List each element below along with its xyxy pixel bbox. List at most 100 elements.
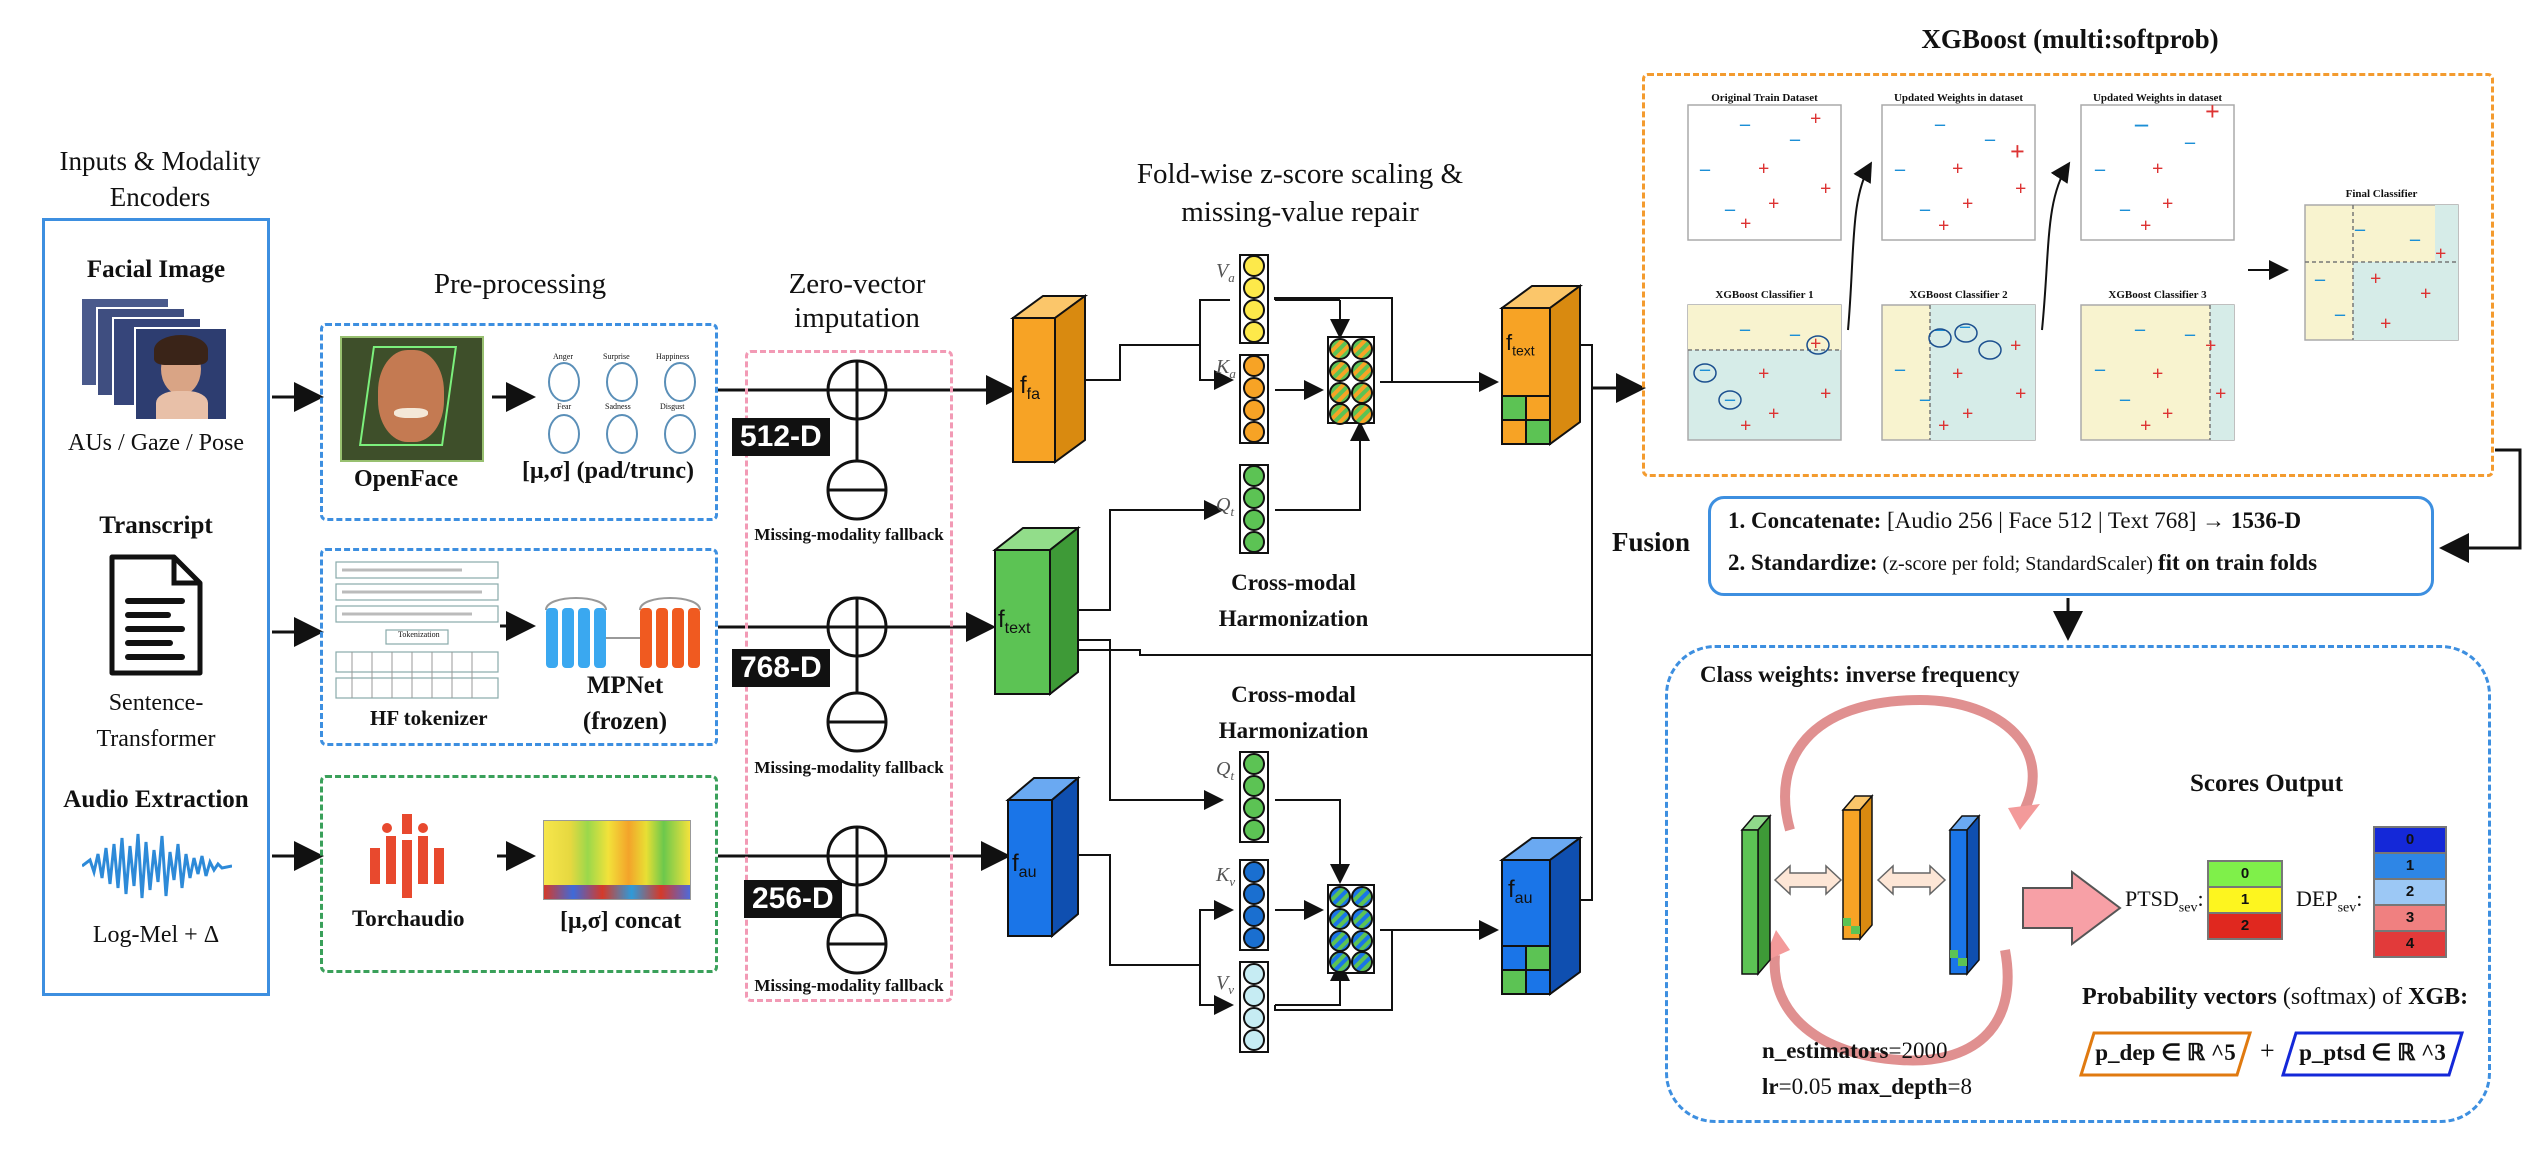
emotion-fear: Fear xyxy=(557,402,572,411)
label-kv: Kv xyxy=(1216,864,1236,889)
cv-loop-illustration xyxy=(1740,694,2040,1066)
svg-text:–: – xyxy=(2334,303,2346,325)
svg-text:–: – xyxy=(1919,198,1931,220)
dep-level-1: 1 xyxy=(2373,854,2447,880)
openface-label: OpenFace xyxy=(354,466,458,492)
cube-out-fau xyxy=(1498,836,1584,996)
svg-text:+: + xyxy=(1768,403,1779,425)
svg-text:–: – xyxy=(2119,388,2131,410)
xgb-panel-bottom-1: XGBoost Classifier 1 xyxy=(1715,289,1814,301)
svg-text:+: + xyxy=(1820,178,1831,200)
svg-text:–: – xyxy=(1934,113,1946,135)
tokenization-label: Tokenization xyxy=(398,630,440,639)
torchaudio-label: Torchaudio xyxy=(352,906,465,931)
svg-text:–: – xyxy=(2314,268,2326,290)
svg-text:+: + xyxy=(2435,243,2446,265)
fusion-step-1: 1. Concatenate: [Audio 256 | Face 512 | … xyxy=(1728,508,2302,533)
openface-face-image xyxy=(340,336,484,462)
svg-text:+: + xyxy=(2370,268,2381,290)
xgb-final-classifier: Final Classifier xyxy=(2345,188,2418,200)
svg-text:+: + xyxy=(1820,383,1831,405)
svg-text:+: + xyxy=(2380,313,2391,335)
imputation-circles xyxy=(826,359,888,975)
out-cube-label-fau: fau xyxy=(1508,876,1533,907)
p-dep-label: p_dep ∈ ℝ ^5 xyxy=(2095,1040,2236,1065)
transcript-caption-1: Sentence- xyxy=(108,690,204,716)
ptsd-level-2: 2 xyxy=(2207,914,2283,940)
prob-vectors-title: Probability vectors (softmax) of XGB: xyxy=(2082,984,2469,1010)
inputs-title: Inputs & Modality Encoders xyxy=(59,146,261,212)
harm-bottom-label-2: Harmonization xyxy=(1218,718,1369,743)
ptsd-level-1: 1 xyxy=(2207,888,2283,914)
out-cube-label-ftext: ftext xyxy=(1506,330,1535,359)
harm-top-label-1: Cross-modal xyxy=(1231,570,1356,595)
facial-image-stack xyxy=(80,297,230,421)
xgb-marks: ––+ –++ –++ ––+ –++ –++ ––+ –+ –++ ––+ –… xyxy=(1699,97,2446,437)
svg-text:+: + xyxy=(1740,415,1751,437)
xgb-panel-top-2: Updated Weights in dataset xyxy=(1893,92,2024,104)
audio-output: [μ,σ] concat xyxy=(560,908,682,934)
inputs-panel xyxy=(42,218,270,996)
torchaudio-icon xyxy=(360,808,450,898)
xgb-panel-top-3: Updated Weights in dataset xyxy=(2092,92,2223,104)
svg-text:+: + xyxy=(2010,335,2021,357)
dep-level-0: 0 xyxy=(2373,826,2447,854)
cube-label-fau: fau xyxy=(1012,850,1037,881)
svg-text:+: + xyxy=(2205,335,2216,357)
cube-label-ftext: ftext xyxy=(998,606,1031,637)
svg-text:–: – xyxy=(2409,228,2421,250)
svg-text:–: – xyxy=(1894,158,1906,180)
svg-text:+: + xyxy=(1962,193,1973,215)
p-ptsd-label: p_ptsd ∈ ℝ ^3 xyxy=(2299,1040,2446,1065)
svg-text:+: + xyxy=(1952,363,1963,385)
cube-ffa xyxy=(1009,294,1089,464)
classifier-box xyxy=(1665,645,2491,1123)
waveform-icon xyxy=(81,826,233,906)
svg-text:+: + xyxy=(2010,137,2025,166)
svg-text:+: + xyxy=(1810,333,1821,355)
svg-text:+: + xyxy=(1810,108,1821,130)
spectrogram xyxy=(543,820,691,900)
scaling-title-1: Fold-wise z-score scaling & xyxy=(1136,158,1464,190)
mpnet-label: MPNet xyxy=(586,672,664,699)
svg-text:–: – xyxy=(1984,128,1996,150)
svg-text:+: + xyxy=(1740,213,1751,235)
svg-text:–: – xyxy=(1789,323,1801,345)
fusion-box xyxy=(1708,496,2434,596)
cube-out-ftext xyxy=(1498,284,1584,446)
svg-text:–: – xyxy=(1699,158,1711,180)
imputation-title-2: imputation xyxy=(794,302,920,334)
xgboost-title: XGBoost (multi:softprob) xyxy=(1921,24,2219,54)
svg-text:–: – xyxy=(2354,218,2366,240)
svg-text:+: + xyxy=(2015,178,2026,200)
svg-text:–: – xyxy=(2134,318,2146,340)
cube-label-ffa: ffa xyxy=(1020,372,1041,403)
plus-sign: + xyxy=(2260,1036,2275,1065)
emotion-sadness: Sadness xyxy=(605,402,631,411)
audio-caption: Log-Mel + Δ xyxy=(92,922,220,948)
svg-text:+: + xyxy=(2162,193,2173,215)
svg-text:+: + xyxy=(1768,193,1779,215)
svg-text:+: + xyxy=(2205,97,2220,126)
svg-text:+: + xyxy=(2140,215,2151,237)
torchaudio-box xyxy=(320,775,718,973)
lr-depth: lr=0.05 max_depth=8 xyxy=(1762,1074,1972,1099)
ptsd-label: PTSDsev: xyxy=(2125,886,2204,916)
svg-text:–: – xyxy=(1724,198,1736,220)
svg-text:–: – xyxy=(1724,388,1736,410)
svg-text:+: + xyxy=(1938,215,1949,237)
label-qt-bottom: Qt xyxy=(1216,758,1235,783)
svg-text:–: – xyxy=(1739,318,1751,340)
cube-fau xyxy=(1005,775,1081,939)
transcript-caption-2: Transformer xyxy=(96,726,216,752)
dep-label: DEPsev: xyxy=(2296,886,2363,916)
openface-box xyxy=(320,323,718,521)
svg-text:–: – xyxy=(1699,358,1711,380)
emotion-disgust: Disgust xyxy=(660,402,685,411)
fallback-label-2: Missing-modality fallback xyxy=(754,758,944,777)
xgb-panel-bottom-2: XGBoost Classifier 2 xyxy=(1909,289,2008,301)
emotion-anger: Anger xyxy=(553,352,573,361)
xgb-panel-top-1: Original Train Dataset xyxy=(1711,92,1818,104)
xgb-panels xyxy=(1687,104,2459,441)
